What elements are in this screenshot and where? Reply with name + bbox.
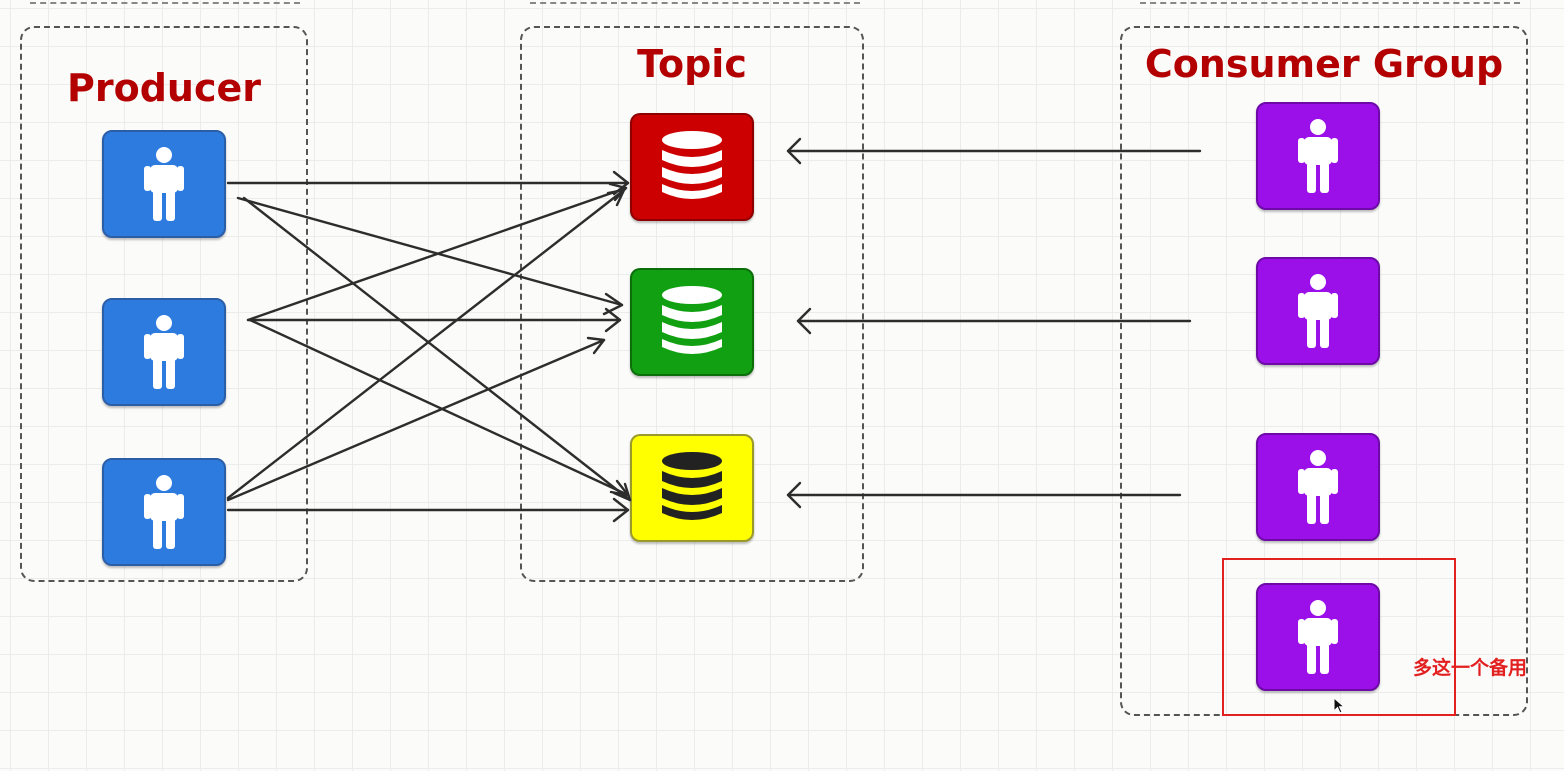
arrow-consumer3-to-partition-yellow [786,481,1182,509]
standby-highlight-box [1222,558,1456,716]
topic-group: Topic [520,26,864,582]
arrow-producer1-to-partition-red [226,170,630,196]
partition-node-yellow[interactable] [630,434,754,542]
offscreen-box-edge [530,0,860,4]
partition-node-green[interactable] [630,268,754,376]
consumer-group: Consumer Group [1120,26,1528,716]
database-icon [662,452,722,520]
consumer-group-title: Consumer Group [1144,42,1504,86]
database-icon [662,131,722,199]
person-icon [144,475,184,549]
arrow-producer3-to-partition-green [226,336,606,502]
consumer-node[interactable] [1256,433,1380,541]
database-icon [662,286,722,354]
producer-node[interactable] [102,298,226,406]
arrow-producer2-to-partition-yellow [248,318,630,497]
person-icon [1298,600,1338,674]
standby-annotation: 多这一个备用 [1413,657,1528,679]
person-icon [1298,274,1338,348]
person-icon [1298,450,1338,524]
producer-node[interactable] [102,458,226,566]
consumer-node[interactable] [1256,102,1380,210]
person-icon [1298,119,1338,193]
arrow-producer1-to-partition-yellow [242,196,632,502]
arrow-producer3-to-partition-yellow [226,497,630,523]
partition-node-red[interactable] [630,113,754,221]
producer-title: Producer [67,66,261,110]
person-icon [144,315,184,389]
arrow-producer2-to-partition-green [246,307,622,333]
arrow-producer2-to-partition-red [246,182,628,322]
person-icon [144,147,184,221]
arrow-consumer2-to-partition-green [796,307,1192,335]
mouse-cursor-icon [1333,697,1346,714]
offscreen-box-edge [30,0,300,4]
consumer-node-standby[interactable] [1256,583,1380,691]
topic-title: Topic [637,42,747,86]
offscreen-box-edge [1140,0,1520,4]
producer-group: Producer [20,26,308,582]
consumer-node[interactable] [1256,257,1380,365]
producer-node[interactable] [102,130,226,238]
arrow-consumer1-to-partition-red [786,137,1202,165]
arrow-producer3-to-partition-red [226,188,626,500]
